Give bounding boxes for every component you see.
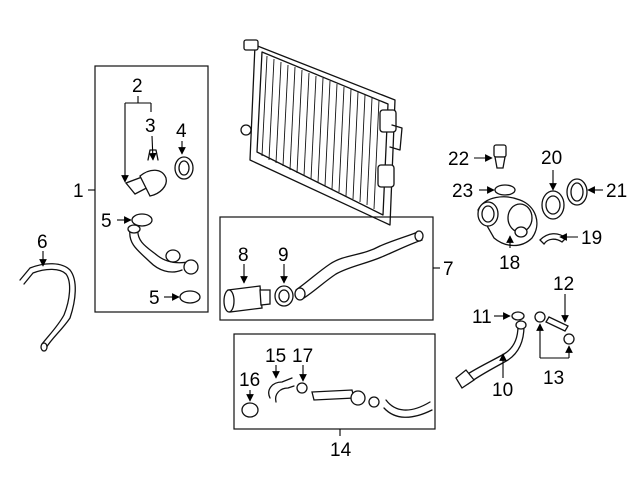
callout-5-lower: 5 bbox=[149, 288, 160, 309]
thermostat-20 bbox=[541, 190, 565, 220]
callout-2: 2 bbox=[132, 76, 143, 97]
sensor-22 bbox=[493, 144, 507, 169]
leader-lines bbox=[39, 96, 603, 436]
hose-15 bbox=[268, 377, 295, 403]
callout-16: 16 bbox=[239, 370, 260, 391]
callout-13: 13 bbox=[543, 368, 564, 389]
clamp-16 bbox=[241, 402, 259, 418]
group-box-1 bbox=[94, 65, 209, 313]
callout-20: 20 bbox=[541, 148, 562, 169]
callout-labels: 1 2 3 4 5 5 6 7 8 9 10 11 12 13 14 15 16… bbox=[37, 76, 627, 461]
gasket-4 bbox=[174, 156, 194, 180]
o-ring-11 bbox=[511, 311, 525, 321]
clamp-17 bbox=[296, 382, 308, 394]
gasket-21 bbox=[566, 178, 588, 206]
callout-5-upper: 5 bbox=[101, 211, 112, 232]
callout-21: 21 bbox=[606, 181, 627, 202]
group-box-14 bbox=[233, 333, 436, 430]
callout-23: 23 bbox=[452, 181, 473, 202]
clamp-5-lower bbox=[179, 290, 201, 304]
pipe-14 bbox=[311, 389, 433, 418]
clamp-5-upper bbox=[131, 213, 153, 227]
pipe-10 bbox=[455, 320, 527, 389]
hose-6 bbox=[19, 263, 76, 352]
connector-8 bbox=[223, 285, 271, 313]
tube-12 bbox=[534, 311, 575, 345]
callout-6: 6 bbox=[37, 232, 48, 253]
callout-1: 1 bbox=[73, 181, 84, 202]
callout-15: 15 bbox=[265, 346, 286, 367]
callout-4: 4 bbox=[176, 121, 187, 142]
callout-14: 14 bbox=[330, 440, 352, 461]
callout-9: 9 bbox=[278, 245, 289, 266]
radiator bbox=[240, 39, 403, 226]
thermostat-housing-18 bbox=[477, 196, 538, 247]
callout-10: 10 bbox=[492, 380, 513, 401]
callout-22: 22 bbox=[448, 149, 469, 170]
o-ring-23 bbox=[494, 184, 516, 196]
callout-3: 3 bbox=[145, 116, 156, 137]
callout-18: 18 bbox=[499, 253, 520, 274]
callout-17: 17 bbox=[292, 346, 313, 367]
outlet-pipe-assembly bbox=[124, 149, 199, 275]
clamp-9 bbox=[274, 285, 294, 307]
clip-19 bbox=[539, 233, 567, 246]
callout-11: 11 bbox=[472, 307, 492, 328]
callout-12: 12 bbox=[553, 274, 574, 295]
callout-19: 19 bbox=[581, 228, 602, 249]
callout-7: 7 bbox=[443, 259, 454, 280]
callout-8: 8 bbox=[238, 245, 249, 266]
hose-7 bbox=[294, 230, 424, 301]
